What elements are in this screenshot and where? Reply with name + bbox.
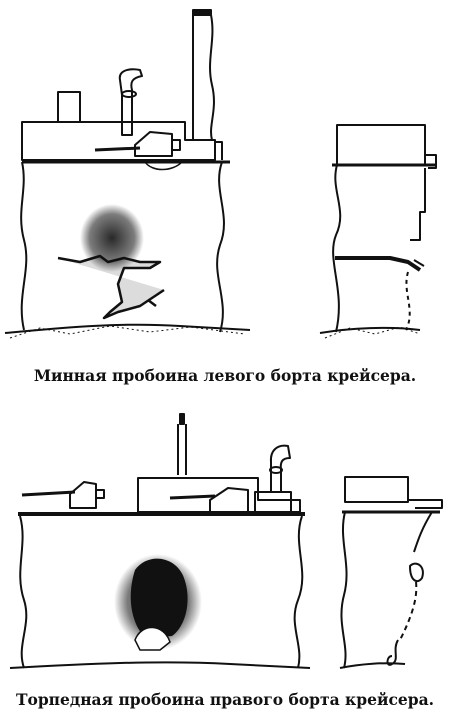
caption-torpedo-hole: Торпедная пробоина правого борта крейсер…	[15, 690, 435, 709]
torpedo-hole	[130, 558, 188, 638]
funnel	[192, 9, 215, 141]
hull	[19, 515, 28, 669]
blast-spray	[80, 204, 144, 272]
mine-hole-cross-section	[319, 124, 437, 339]
forward-gun	[169, 487, 249, 513]
torpedo-hole-side-view	[9, 413, 311, 669]
deckhouse-small	[57, 91, 81, 123]
superstructure	[21, 121, 223, 161]
ventilator-cowl	[118, 68, 143, 136]
ventilator-cowl	[269, 444, 291, 493]
mast	[177, 413, 187, 475]
hull	[20, 161, 225, 333]
ground-line	[9, 661, 311, 669]
caption-mine-hole: Минная пробоина левого борта крейсера.	[33, 366, 417, 385]
crack	[57, 254, 165, 320]
mine-hole-side-view	[4, 9, 251, 339]
aft-gun	[21, 481, 105, 509]
deck-gun	[94, 131, 181, 157]
ground-line	[4, 323, 251, 334]
torpedo-hole-cross-section	[339, 476, 443, 669]
